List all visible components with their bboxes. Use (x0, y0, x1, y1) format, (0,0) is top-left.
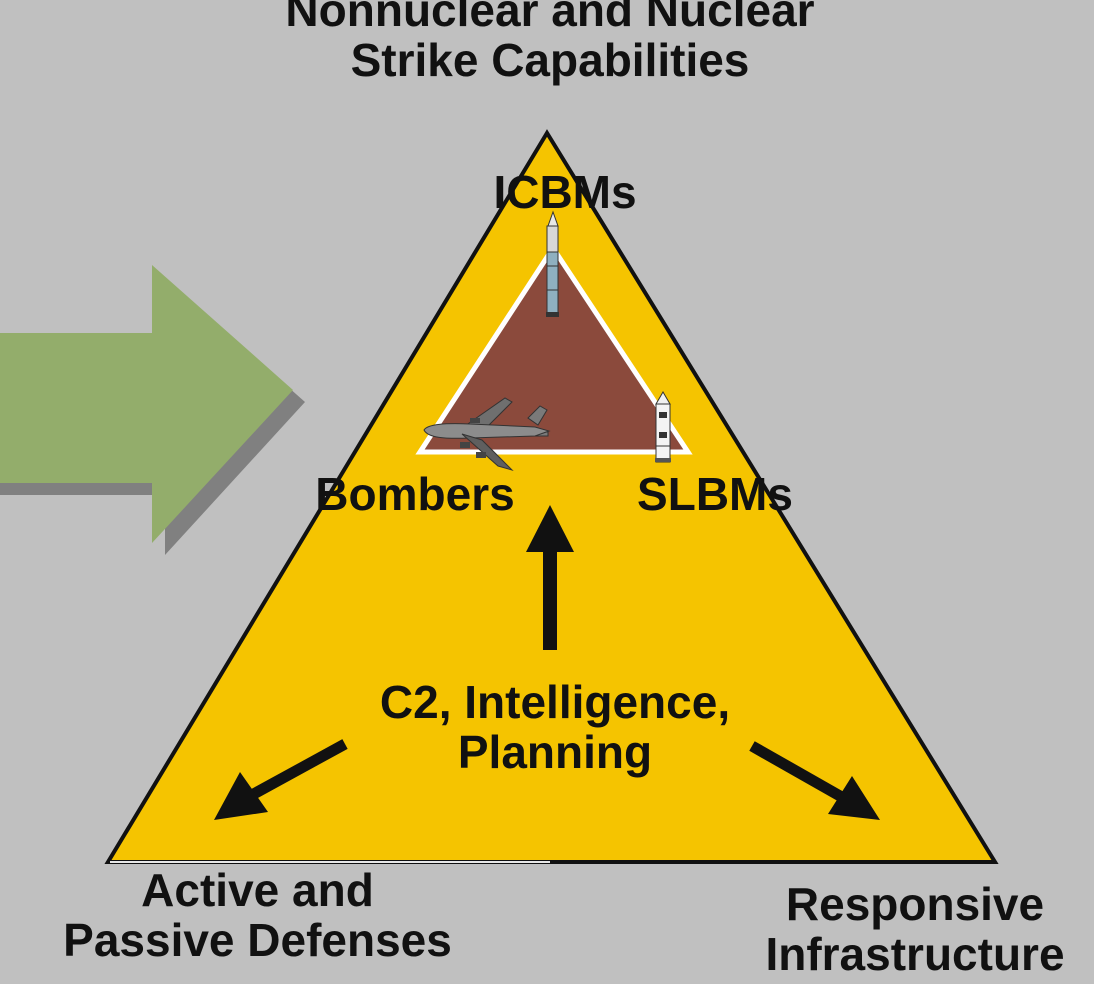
down-left-arrow (214, 739, 348, 820)
title-line-2: Strike Capabilities (350, 33, 750, 86)
bottom-left-line-2: Passive Defenses (63, 913, 452, 966)
bottom-left-label: Active and Passive Defenses (20, 864, 495, 966)
bottom-left-line-1: Active and (141, 864, 374, 916)
bottom-right-line-1: Responsive (785, 878, 1045, 930)
slbm-missile-icon (655, 391, 671, 463)
inner-triangle (415, 243, 693, 455)
bombers-label: Bombers (315, 468, 515, 520)
up-arrow (526, 505, 574, 650)
center-label: C2, Intelligence, Planning (320, 676, 790, 778)
icbms-label: ICBMs (493, 166, 637, 218)
diagram-title: Nonnuclear and Nuclear Strike Capabiliti… (150, 0, 950, 85)
bottom-right-line-2: Infrastructure (765, 927, 1065, 980)
title-line-1: Nonnuclear and Nuclear (285, 0, 815, 36)
outer-triangle (104, 129, 999, 864)
center-line-2: Planning (457, 725, 653, 778)
down-right-arrow (749, 741, 880, 820)
slbms-label: SLBMs (637, 468, 793, 520)
green-arrow-shape (0, 265, 293, 543)
bottom-right-label: Responsive Infrastructure (735, 878, 1094, 980)
center-line-1: C2, Intelligence, (379, 676, 731, 728)
icbm-missile-icon (546, 210, 559, 317)
bomber-aircraft-icon (423, 397, 551, 472)
